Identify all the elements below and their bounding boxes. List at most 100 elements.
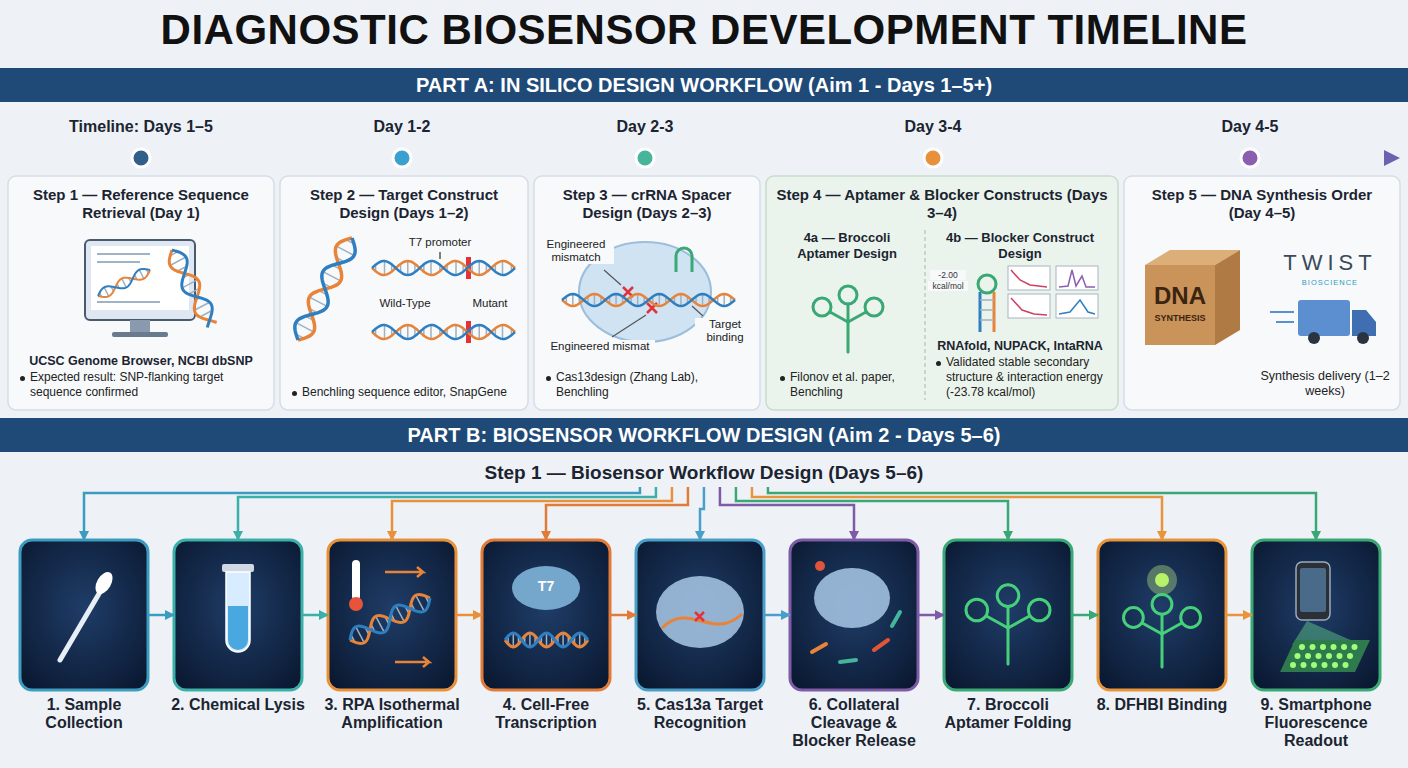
timeline-label: Day 3-4 (883, 118, 983, 136)
energy-charts (1059, 270, 1095, 287)
collateral-icon (840, 660, 856, 662)
delivery-truck (1357, 332, 1369, 344)
illustration-label: Mutant (462, 297, 518, 310)
dna-helix (372, 325, 515, 339)
flow-connector (768, 487, 1316, 540)
step-box-outline (8, 176, 274, 410)
collateral-icon (892, 612, 900, 626)
flow-connector (84, 487, 640, 540)
well-dot (1322, 662, 1328, 668)
section-band-outline (0, 68, 1408, 102)
base-pair (376, 616, 384, 632)
hub-heading: Step 1 — Biosensor Workflow Design (Days… (485, 462, 924, 484)
timeline-axis (132, 149, 150, 167)
delivery-truck (1308, 332, 1320, 344)
glow-icon (1147, 565, 1177, 595)
tube-icon (226, 572, 250, 652)
delivery-truck (1270, 300, 1376, 344)
step-label: 8. DFHBI Binding (1088, 696, 1236, 714)
illustration-label: TWIST (1270, 250, 1390, 276)
aptamer-loop (997, 585, 1019, 607)
dna-strand (169, 250, 216, 323)
workflow-step-box: 4. Cell-Free Transcription (472, 540, 620, 732)
base-pair (659, 294, 661, 306)
step-label: 1. Sample Collection (10, 696, 158, 732)
dna-strand (372, 325, 515, 339)
smartphone-reader (1296, 562, 1330, 620)
illustration-label: Wild-Type (369, 297, 441, 310)
aptamer-loop (1028, 599, 1050, 621)
base-pair (336, 246, 354, 255)
well-dot (1311, 662, 1317, 668)
aptamer-loop (813, 298, 831, 316)
base-pair (455, 325, 457, 339)
monitor-icon (97, 261, 140, 263)
step-label: 6. Collateral Cleavage & Blocker Release (780, 696, 928, 750)
smartphone-reader (1280, 640, 1370, 672)
aptamer-stem (1162, 623, 1182, 634)
delivery-truck (1276, 321, 1294, 323)
step-box-outline (766, 176, 1118, 410)
dna-strand (350, 595, 430, 644)
step-heading: Step 2 — Target Construct Design (Days 1… (290, 186, 518, 222)
aptamer-stem (830, 312, 848, 322)
collateral-icon (814, 568, 890, 628)
base-pair (702, 294, 704, 306)
workflow-step-box-outline (20, 540, 148, 690)
illustration-label: kcal/mol (928, 281, 968, 291)
flow-connector (238, 487, 656, 540)
flow-connector (1072, 614, 1098, 617)
base-pair (416, 595, 424, 611)
monitor-icon (97, 301, 160, 303)
base-pair (356, 627, 364, 643)
dna-strand (505, 633, 588, 647)
base-pair (430, 325, 432, 339)
workflow-step-box: 1. Sample Collection (10, 540, 158, 732)
workflow-step-box: 8. DFHBI Binding (1088, 540, 1236, 714)
workflow-step-box-outline (636, 540, 764, 690)
smartphone-reader (1280, 562, 1370, 672)
bullet-note: Benchling sequence editor, SnapGene (290, 385, 518, 400)
base-pair (513, 633, 515, 647)
dna-strand (350, 598, 430, 640)
delivery-truck (1298, 300, 1350, 336)
timeline-label: Day 1-2 (352, 118, 452, 136)
dna-helix (295, 238, 355, 340)
aptamer-stem (986, 616, 1008, 628)
illustration-label: DNA (1145, 282, 1215, 310)
step-box: Step 1 — Reference Sequence Retrieval (D… (8, 176, 274, 410)
flow-connector (546, 487, 688, 540)
dna-strand (372, 261, 515, 275)
thermometer-icon (349, 560, 429, 667)
base-pair (122, 279, 126, 288)
base-pair (407, 261, 409, 275)
delivery-note: Synthesis delivery (1–2 weeks) (1260, 369, 1390, 400)
workflow-hub: Step 1 — Biosensor Workflow Design (Days… (485, 462, 924, 484)
flow-connector (610, 614, 636, 617)
base-pair (396, 606, 404, 622)
base-pair (502, 325, 504, 339)
base-pair (384, 325, 386, 339)
tube-icon (228, 606, 248, 650)
workflow-step-box: 9. Smartphone Fluorescence Readout (1242, 540, 1390, 750)
illustration-label: T7 promoter (398, 236, 482, 249)
thermometer-icon (349, 597, 363, 611)
cas13a-icon (656, 576, 744, 648)
cas13-protein (676, 248, 692, 272)
step-heading: Step 3 — crRNA Spacer Design (Days 2–3) (544, 186, 750, 222)
blocker-hairpin (993, 292, 996, 332)
shipping-box (1145, 265, 1215, 345)
aptamer-stem (847, 322, 850, 352)
timeline-axis (15, 149, 1400, 167)
workflow-step-box-outline (1252, 540, 1380, 690)
energy-charts (1008, 266, 1050, 290)
swab-icon (60, 592, 100, 660)
cas13-protein (604, 270, 621, 285)
aptamer-loop (1152, 594, 1172, 614)
illustration-label: T7 (531, 578, 561, 594)
well-dot (1343, 662, 1349, 668)
panel-divider (924, 230, 926, 400)
workflow-step-box-outline (328, 540, 456, 690)
aptamer-structure (813, 286, 883, 352)
aptamer-structure (966, 585, 1050, 664)
